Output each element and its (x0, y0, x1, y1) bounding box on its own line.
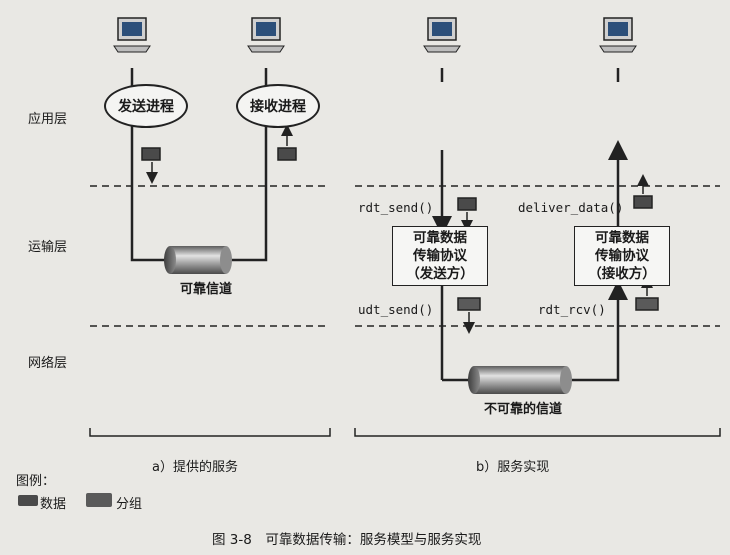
computer-icon (599, 17, 637, 53)
reliable-channel-label: 可靠信道 (180, 282, 233, 297)
unreliable-channel-label: 不可靠的信道 (484, 402, 563, 417)
send-process-oval: 发送进程 (104, 84, 188, 128)
reliable-channel-pipe (164, 246, 232, 274)
sender-protocol-box: 可靠数据 传输协议 （发送方） (392, 226, 488, 286)
sender-box-line-2: 传输协议 (413, 248, 467, 264)
layer-label-application: 应用层 (28, 112, 68, 127)
section-brackets (89, 428, 721, 437)
sender-box-line-1: 可靠数据 (413, 230, 467, 246)
left-caption: a）提供的服务 (152, 460, 238, 475)
right-caption: b）服务实现 (476, 460, 550, 475)
recv-process-label: 接收进程 (250, 99, 306, 115)
unreliable-channel-pipe (468, 366, 572, 394)
computer-icon (423, 17, 461, 53)
deliver-data-label: deliver_data() (518, 200, 624, 215)
send-process-label: 发送进程 (118, 99, 174, 115)
recv-process-oval: 接收进程 (236, 84, 320, 128)
receiver-box-line-2: 传输协议 (595, 248, 649, 264)
legend-data-swatch (18, 495, 38, 506)
legend-packet-swatch (86, 493, 112, 507)
computer-icon (247, 17, 285, 53)
legend-packet-label: 分组 (116, 497, 143, 512)
layer-label-transport: 运输层 (28, 240, 68, 255)
receiver-box-line-3: （接收方） (588, 266, 656, 282)
udt-send-label: udt_send() (358, 302, 434, 317)
legend-swatches (18, 493, 112, 507)
left-data-arrows (141, 124, 297, 184)
rdt-rcv-label: rdt_rcv() (538, 302, 606, 317)
right-connectors (432, 68, 628, 382)
layer-boundaries (90, 185, 720, 327)
receiver-protocol-box: 可靠数据 传输协议 （接收方） (574, 226, 670, 286)
rdt-send-label: rdt_send() (358, 200, 434, 215)
receiver-box-line-1: 可靠数据 (595, 230, 649, 246)
computer-icon (113, 17, 151, 53)
right-data-arrows (457, 174, 659, 334)
legend-data-label: 数据 (40, 497, 67, 512)
sender-box-line-3: （发送方） (406, 266, 474, 282)
left-connectors (130, 68, 268, 262)
legend-title: 图例： (16, 474, 56, 489)
layer-label-network: 网络层 (28, 356, 68, 371)
figure-caption: 图 3-8 可靠数据传输：服务模型与服务实现 (212, 532, 482, 548)
